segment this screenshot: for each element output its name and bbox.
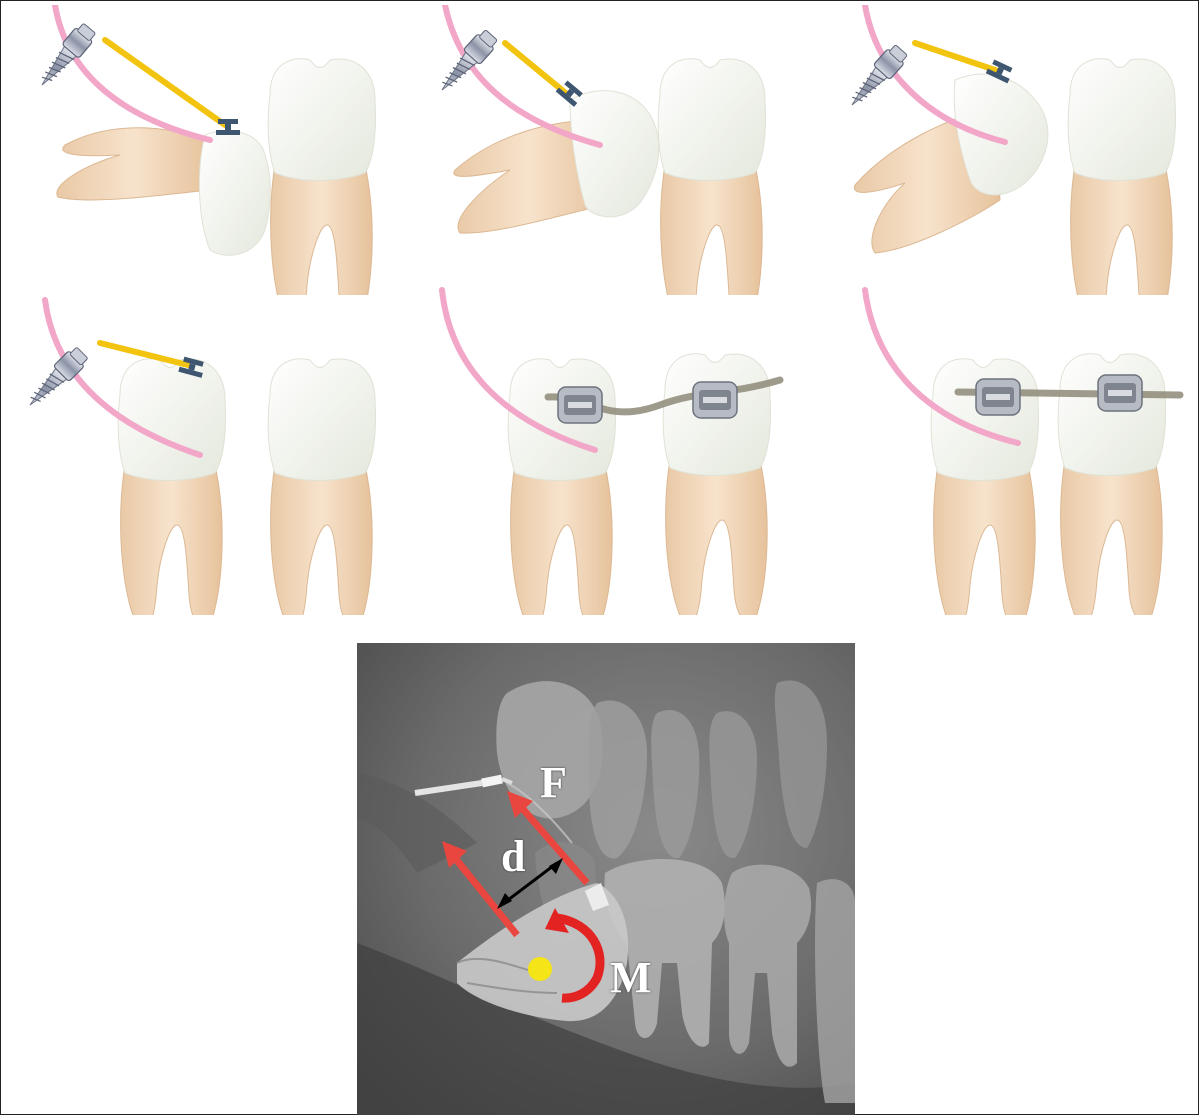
impacted-molar-icon [118,359,225,615]
second-molar-icon [658,59,765,295]
button-attachment-icon [216,119,240,135]
panel-5-bracket-archwire [430,285,810,615]
impacted-molar-icon [57,128,270,255]
panel-1-miniscrew-traction [10,5,390,295]
panel-6-final-alignment [850,285,1195,615]
gingiva-line-icon [55,5,210,140]
center-of-resistance-icon [528,957,552,981]
bracket-icon [693,382,737,418]
impacted-molar-icon [454,91,659,233]
second-molar-icon [268,59,375,295]
xray-panel: F d M [357,643,855,1115]
panel-3-further-uprighting [820,5,1195,295]
xray-image [357,643,855,1115]
moment-label: M [610,956,652,1000]
bracket-icon [976,379,1020,415]
panel-2-partial-uprighting [410,5,790,295]
bracket-icon [558,387,602,423]
elastic-chain-icon [505,43,568,95]
elastic-chain-icon [105,40,225,125]
impacted-molar-icon [854,74,1047,253]
elastic-chain-icon [915,43,998,71]
distance-label: d [501,835,525,879]
bracket-icon [1098,375,1142,411]
second-molar-icon [1068,59,1175,295]
miniscrew-icon [34,21,98,92]
panel-4-upright-with-screw [20,295,400,615]
second-molar-icon [268,359,375,615]
force-label: F [540,761,567,805]
